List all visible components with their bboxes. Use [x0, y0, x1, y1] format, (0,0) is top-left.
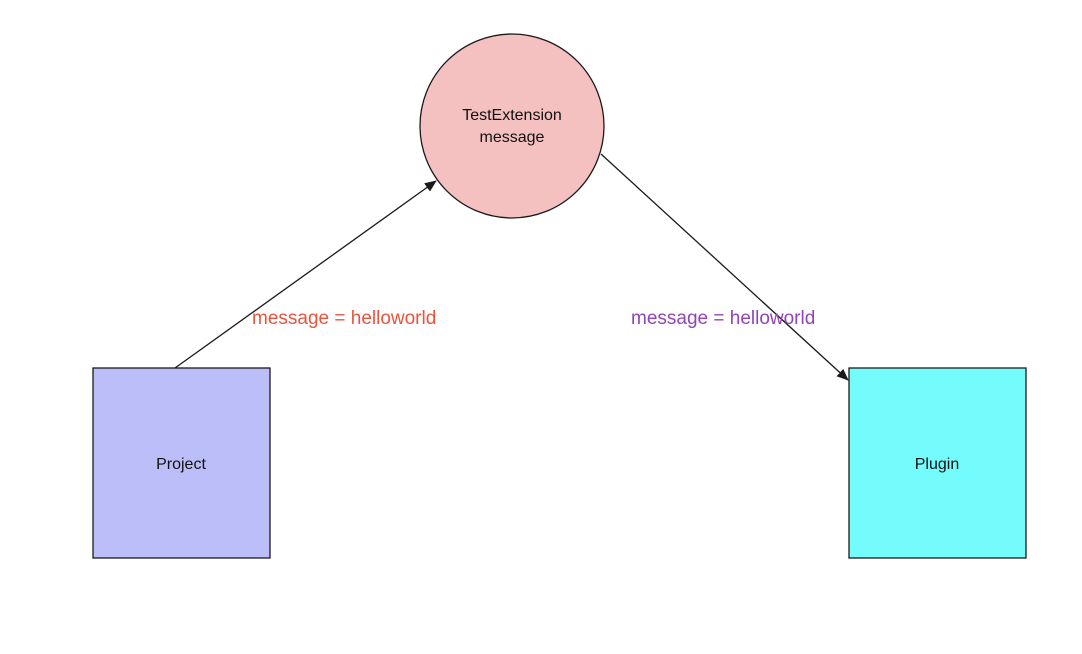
plugin-label: Plugin — [915, 456, 959, 473]
edge-label-project-to-extension: message = helloworld — [252, 308, 436, 329]
node-project: Project — [92, 367, 271, 559]
plugin-box — [848, 367, 1027, 559]
edge-project-to-extension — [174, 180, 437, 369]
node-plugin: Plugin — [848, 367, 1027, 559]
test-extension-circle — [419, 33, 605, 219]
edge-label-extension-to-plugin: message = helloworld — [631, 308, 815, 329]
node-test-extension: TestExtension message — [419, 33, 605, 219]
project-box — [92, 367, 271, 559]
test-extension-label-line2: message — [480, 129, 545, 146]
edge-extension-to-plugin — [600, 153, 849, 381]
project-label: Project — [156, 456, 206, 473]
test-extension-label-line1: TestExtension — [462, 107, 562, 124]
